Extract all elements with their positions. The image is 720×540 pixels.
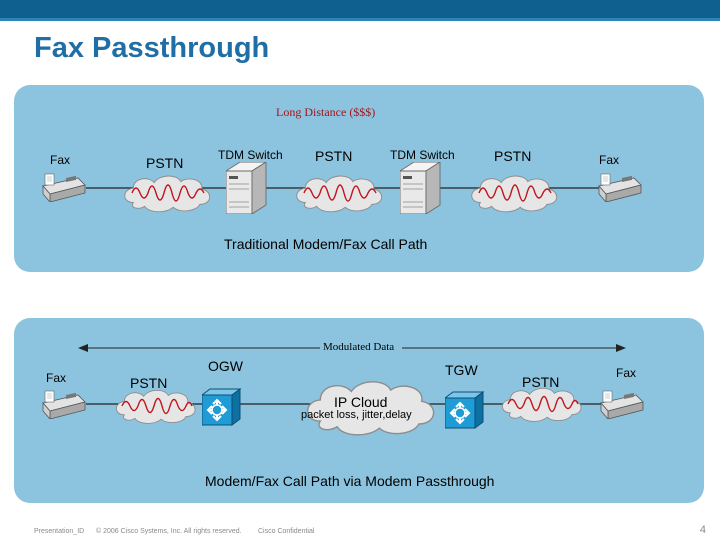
top-diagram-caption: Traditional Modem/Fax Call Path	[224, 236, 428, 252]
pstn-cloud-icon	[471, 175, 558, 213]
top-pstn-label-3: PSTN	[494, 148, 532, 164]
footer-copyright: © 2006 Cisco Systems, Inc. All rights re…	[96, 528, 242, 535]
pstn-cloud-icon	[115, 389, 196, 424]
bottom-fax-right-label: Fax	[616, 366, 637, 380]
tgw-gateway-icon	[445, 390, 485, 430]
ip-cloud-label: IP Cloud	[334, 394, 388, 410]
top-fax-right-label: Fax	[599, 153, 620, 167]
pstn-cloud-icon	[501, 387, 582, 422]
brand-top-bar	[0, 0, 720, 18]
ip-cloud-sublabel: packet loss, jitter,delay	[301, 409, 412, 421]
footer-presentation-id: Presentation_ID	[34, 528, 85, 535]
tgw-label: TGW	[445, 362, 478, 378]
pstn-cloud-icon	[124, 175, 211, 213]
top-pstn-label-1: PSTN	[146, 155, 184, 171]
bottom-fax-left-label: Fax	[46, 371, 67, 385]
top-tdm-switch-label-1: TDM Switch	[218, 148, 283, 162]
bottom-diagram-caption: Modem/Fax Call Path via Modem Passthroug…	[205, 473, 495, 489]
modulated-data-label: Modulated Data	[323, 341, 395, 353]
slide-title: Fax Passthrough	[34, 32, 270, 64]
page-number: 4	[699, 524, 706, 536]
footer-confidential: Cisco Confidential	[258, 528, 315, 535]
ogw-gateway-icon	[202, 387, 242, 427]
bottom-pstn-right-label: PSTN	[522, 374, 560, 390]
fax-icon	[38, 389, 88, 419]
top-fax-left-label: Fax	[50, 153, 71, 167]
pstn-cloud-icon	[296, 175, 383, 213]
top-tdm-switch-label-2: TDM Switch	[390, 148, 455, 162]
brand-top-stripe	[0, 18, 720, 21]
top-pstn-label-2: PSTN	[315, 148, 353, 164]
long-distance-label: Long Distance ($$$)	[276, 105, 376, 119]
bottom-pstn-left-label: PSTN	[130, 375, 168, 391]
fax-icon	[596, 389, 646, 419]
ogw-label: OGW	[208, 358, 243, 374]
